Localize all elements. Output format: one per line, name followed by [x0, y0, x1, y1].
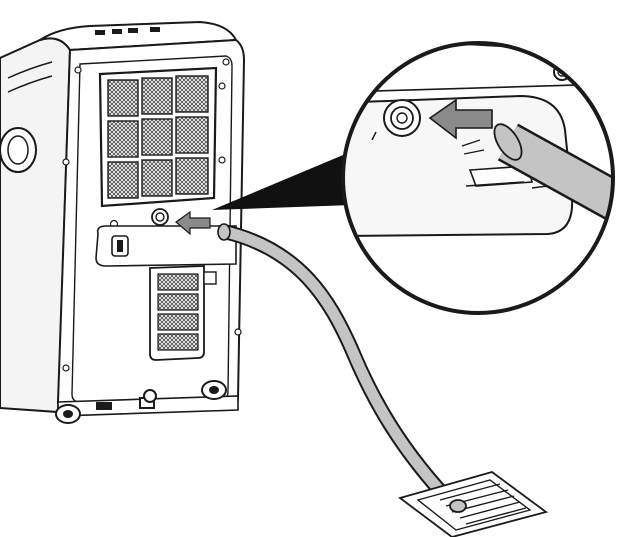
air-filter-grille	[98, 66, 218, 208]
unit-top-panel	[39, 20, 238, 52]
hose-end	[449, 499, 467, 513]
magnified-detail	[341, 41, 615, 315]
caster-wheels	[55, 380, 227, 424]
air-conditioner-unit	[0, 20, 246, 424]
insert-arrow-small-icon	[175, 210, 211, 236]
side-handle-icon	[0, 127, 37, 173]
drain-hose	[217, 223, 464, 516]
insert-arrow-large-icon	[428, 98, 493, 140]
callout-wedge	[212, 150, 355, 210]
lower-recess	[95, 225, 237, 267]
lower-vent-grille	[149, 265, 217, 361]
floor-drain	[398, 471, 549, 537]
magnifier-ring	[341, 41, 615, 315]
